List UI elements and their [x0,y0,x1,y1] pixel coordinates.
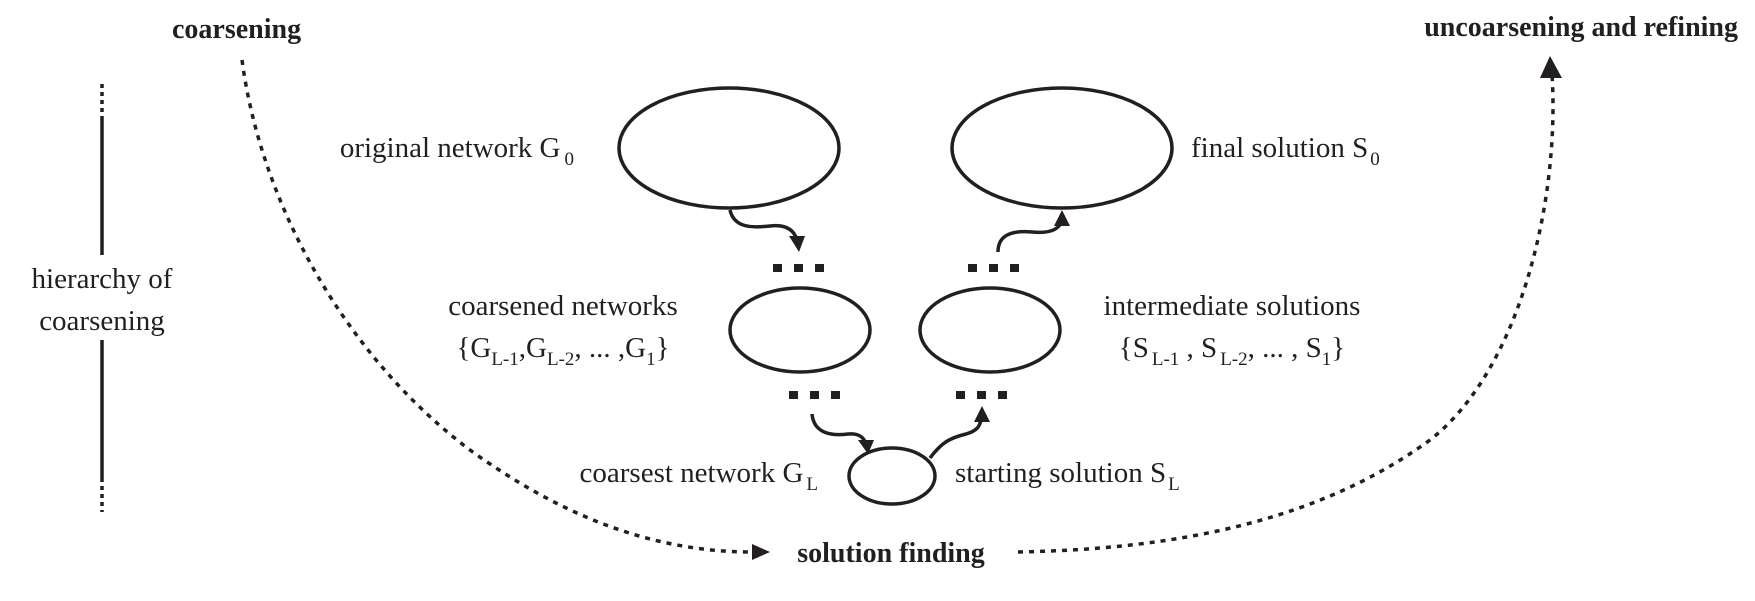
coarsest-network-ellipse [847,446,937,506]
solution-finding-title: solution finding [797,538,985,569]
arrowhead-intermediate-to-final [1054,210,1070,226]
process-arc-left [240,59,749,554]
dots-lower-right [956,391,1007,399]
coarsened-networks-ellipse [728,286,872,374]
dots-upper-left [773,264,824,272]
arrow-coarsened-to-coarsest [810,413,868,445]
coarsening-title: coarsening [172,14,301,45]
arrowhead-coarsened-to-coarsest [858,440,874,454]
arc-arrowhead-uncoarsening [1540,56,1562,78]
arrowhead-coarsest-to-intermediate [974,406,990,422]
intermediate-solutions-ellipse [918,286,1062,374]
arrow-original-to-coarsened [728,209,799,241]
coarsened-networks-set: {GL-1,GL-2, ... ,G1} [456,332,669,370]
hierarchy-label-line1: hierarchy of [32,263,173,295]
arrowhead-original-to-coarsened [789,236,805,252]
original-network-ellipse [617,86,841,210]
coarsened-networks-label: coarsened networks [448,290,678,322]
dots-upper-right [968,264,1019,272]
process-arc-right [1017,73,1555,554]
final-solution-ellipse [950,86,1174,210]
intermediate-solutions-label: intermediate solutions [1104,290,1361,322]
hierarchy-label-line2: coarsening [39,305,165,337]
arc-arrowhead-solution [752,544,770,560]
dots-lower-left [789,391,840,399]
arrow-coarsest-to-intermediate [928,415,984,460]
uncoarsening-title: uncoarsening and refining [1424,12,1738,43]
arrow-intermediate-to-final [996,219,1064,253]
